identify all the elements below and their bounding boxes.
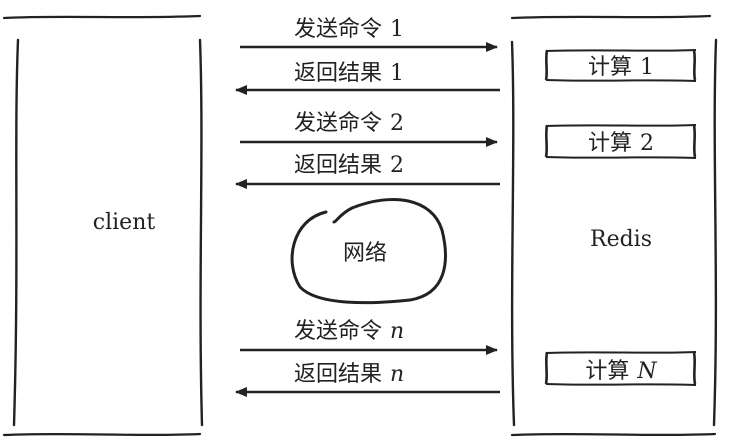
- redis-label: Redis: [590, 227, 652, 252]
- redis-box: Redis: [510, 14, 718, 437]
- client-box: client: [2, 14, 204, 437]
- network-label: 网络: [343, 241, 387, 266]
- client-label: client: [93, 210, 156, 235]
- network-loop: 网络: [290, 197, 447, 305]
